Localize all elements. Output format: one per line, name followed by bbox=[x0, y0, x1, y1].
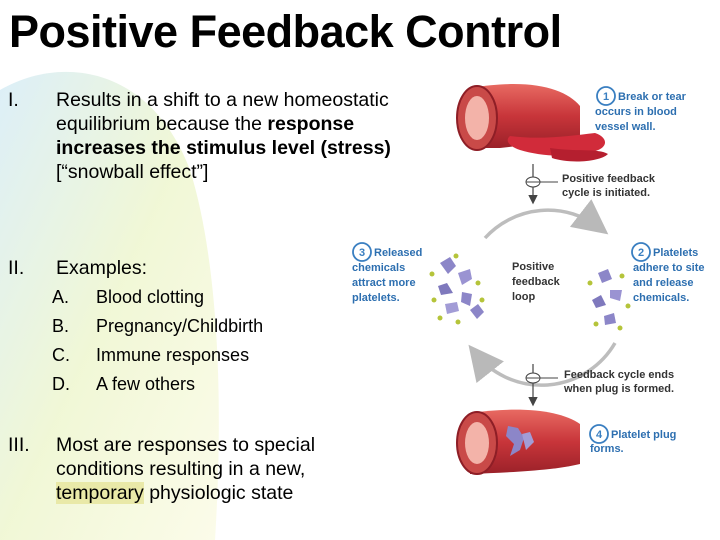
svg-text:Platelet plug: Platelet plug bbox=[611, 429, 676, 441]
ends-line-1: Feedback cycle ends bbox=[564, 369, 674, 381]
ends-line-2: when plug is formed. bbox=[563, 383, 674, 395]
point-3-number: III. bbox=[8, 434, 30, 456]
svg-text:adhere to site: adhere to site bbox=[633, 262, 705, 274]
svg-text:4: 4 bbox=[596, 429, 603, 441]
loop-line-2: feedback bbox=[512, 276, 561, 288]
plugged-vessel-illustration bbox=[456, 409, 580, 475]
svg-text:occurs in blood: occurs in blood bbox=[595, 106, 677, 118]
point-1-number: I. bbox=[8, 89, 19, 111]
svg-text:3: 3 bbox=[359, 247, 365, 259]
svg-text:platelets.: platelets. bbox=[352, 292, 400, 304]
initiation-arrow bbox=[525, 164, 558, 205]
subitem-b-text: Pregnancy/Childbirth bbox=[96, 316, 264, 336]
svg-text:and release: and release bbox=[633, 277, 694, 289]
svg-text:attract more: attract more bbox=[352, 277, 416, 289]
svg-text:chemicals.: chemicals. bbox=[633, 292, 689, 304]
svg-text:1: 1 bbox=[603, 91, 609, 103]
step-3-label: 3 Released chemicals attract more platel… bbox=[352, 242, 422, 304]
point-3-text-plain: Most are responses to special conditions… bbox=[56, 434, 316, 480]
svg-text:Platelets: Platelets bbox=[653, 247, 698, 259]
point-3-text: Most are responses to special conditions… bbox=[56, 433, 396, 505]
subitem-a-text: Blood clotting bbox=[96, 287, 205, 307]
subitem-b-letter: B. bbox=[52, 316, 70, 336]
svg-text:forms.: forms. bbox=[590, 443, 624, 455]
point-3-text-after: physiologic state bbox=[143, 482, 294, 504]
platelet-cluster-left bbox=[429, 253, 485, 325]
subitem-a-letter: A. bbox=[52, 287, 70, 307]
platelet-cluster-right bbox=[587, 269, 631, 331]
end-arrow bbox=[525, 364, 558, 407]
svg-text:2: 2 bbox=[638, 247, 644, 259]
initiated-line-1: Positive feedback bbox=[562, 173, 656, 185]
slide-title: Positive Feedback Control bbox=[9, 6, 562, 57]
svg-text:Released: Released bbox=[374, 247, 422, 259]
initiated-line-2: cycle is initiated. bbox=[562, 187, 650, 199]
svg-text:chemicals: chemicals bbox=[352, 262, 405, 274]
subitem-c-letter: C. bbox=[52, 345, 70, 365]
point-2-number: II. bbox=[8, 257, 25, 279]
positive-feedback-diagram: 1 Break or tear occurs in blood vessel w… bbox=[352, 84, 705, 475]
loop-line-1: Positive bbox=[512, 261, 554, 273]
subitem-c-text: Immune responses bbox=[96, 345, 250, 365]
step-1-label: 1 Break or tear occurs in blood vessel w… bbox=[595, 86, 687, 133]
point-1-text-bold: response increases the stimulus level (s… bbox=[56, 113, 391, 159]
step-4-label: 4 Platelet plug forms. bbox=[589, 424, 676, 455]
step-2-label: 2 Platelets adhere to site and release c… bbox=[631, 242, 705, 304]
loop-line-3: loop bbox=[512, 291, 535, 303]
point-1-text-plain: Results in a shift to a new homeostatic … bbox=[56, 89, 389, 135]
torn-vessel-illustration bbox=[456, 84, 608, 162]
point-1-text: Results in a shift to a new homeostatic … bbox=[56, 88, 396, 184]
svg-text:Break or tear: Break or tear bbox=[618, 91, 687, 103]
point-2-text: Examples: bbox=[56, 257, 148, 279]
svg-text:vessel wall.: vessel wall. bbox=[595, 121, 656, 133]
feedback-loop-arrows bbox=[468, 199, 617, 387]
subitem-d-letter: D. bbox=[52, 374, 70, 394]
point-1-text-after: [“snowball effect”] bbox=[56, 161, 209, 183]
point-3-text-highlight: temporary bbox=[56, 482, 144, 504]
subitem-d-text: A few others bbox=[96, 374, 196, 394]
